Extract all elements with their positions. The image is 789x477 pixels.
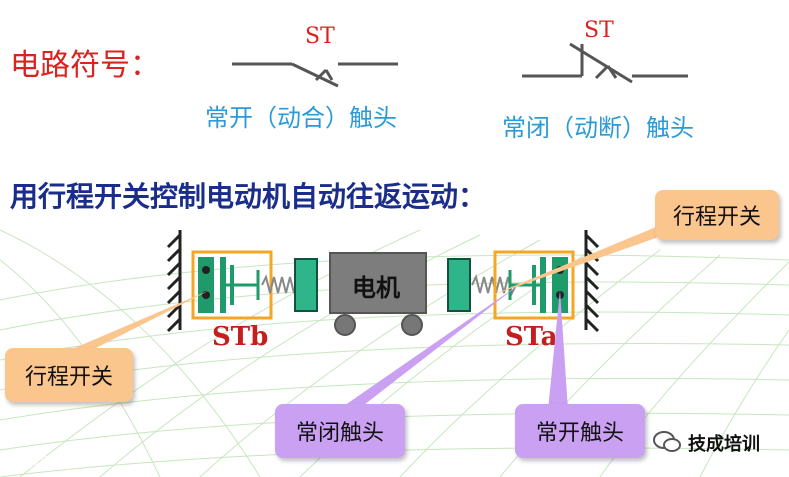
callout-nc-contact: 常闭触头 [275, 404, 405, 458]
no-contact-caption: 常开（动合）触头 [205, 104, 397, 132]
left-switch-terminal-block [198, 257, 214, 313]
left-bumper [294, 258, 318, 312]
right-switch-label: STa [505, 322, 558, 352]
callout-no-contact: 常开触头 [515, 404, 645, 458]
callout-travel-switch-left: 行程开关 [5, 348, 133, 402]
no-contact-tag: ST [305, 24, 335, 49]
pointer-nc-contact [338, 284, 520, 410]
section-heading: 用行程开关控制电动机自动往返运动： [10, 180, 487, 213]
callout-travel-switch-top: 行程开关 [655, 190, 779, 240]
watermark: 六败路镜 [10, 454, 71, 472]
nc-contact-tag: ST [584, 18, 614, 43]
right-bumper [447, 258, 471, 312]
normally-closed-contact-symbol [522, 42, 688, 84]
brand-name: 技成培训 [688, 434, 760, 455]
motor-label: 电机 [352, 274, 400, 302]
right-switch-box [493, 250, 575, 320]
left-wall [166, 230, 182, 333]
wechat-icon [653, 431, 681, 452]
motor-wheel-right [401, 314, 423, 336]
motor-wheel-left [334, 314, 356, 336]
symbols-title: 电路符号： [10, 48, 160, 83]
mechanism-diagram [166, 230, 600, 336]
nc-contact-caption: 常闭（动断）触头 [502, 114, 694, 142]
motor-body [329, 252, 427, 314]
normally-open-contact-symbol [232, 62, 398, 88]
left-switch-label: STb [212, 322, 269, 352]
pointer-left-travel-switch [70, 290, 210, 350]
pointer-no-contact [548, 290, 568, 410]
pointer-top-travel-switch [490, 222, 668, 296]
right-wall [584, 230, 600, 333]
